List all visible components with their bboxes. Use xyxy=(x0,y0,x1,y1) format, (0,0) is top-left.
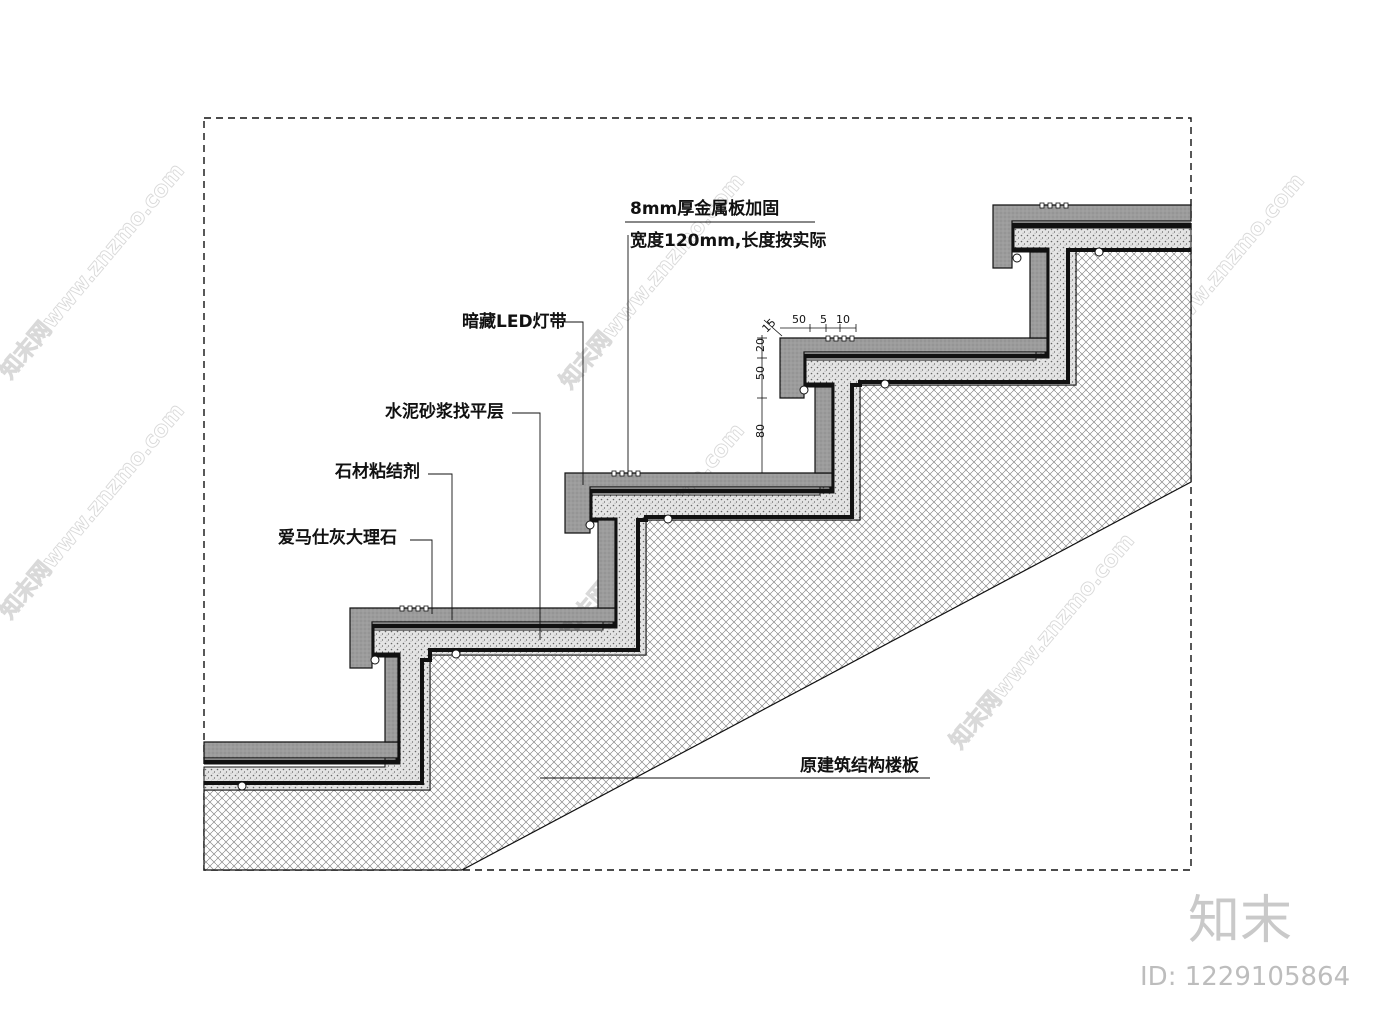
callout-cement-mortar: 水泥砂浆找平层 xyxy=(385,401,504,422)
led-strip-icon xyxy=(1012,253,1022,263)
led-strip-icon xyxy=(1094,247,1104,257)
callout-metal-plate: 8mm厚金属板加固 xyxy=(630,198,779,219)
dimension-50: 50 xyxy=(792,313,806,326)
anti-slip-grooves xyxy=(399,202,1069,612)
watermark-text: 知末网www.znzmo.com xyxy=(0,398,190,624)
led-strip-icon xyxy=(799,385,809,395)
adhesive-layer xyxy=(204,222,1191,765)
marble-riser-4 xyxy=(1029,251,1048,339)
watermark-text: 知末网www.znzmo.com xyxy=(0,158,190,384)
marble-tread-4 xyxy=(992,204,1192,269)
marble-riser-3 xyxy=(814,386,833,474)
callout-led-strip: 暗藏LED灯带 xyxy=(462,311,567,332)
led-strip-icon xyxy=(663,514,673,524)
id-label: ID: 1229105864 xyxy=(1140,962,1350,992)
brand-logo: 知末 xyxy=(1188,891,1292,951)
led-strip-icon xyxy=(880,379,890,389)
led-strip-icon xyxy=(585,520,595,530)
marble-floor-lower xyxy=(203,741,399,759)
dimension-20: 20 xyxy=(754,338,767,352)
section-boundary xyxy=(203,117,1192,871)
dimension-15: 15 xyxy=(760,316,779,335)
led-strip-icon xyxy=(370,655,380,665)
dimension-annotations xyxy=(757,319,857,474)
callout-metal-plate-width: 宽度120mm,长度按实际 xyxy=(630,230,826,251)
marble-riser-1 xyxy=(384,656,399,743)
dimension-80: 80 xyxy=(754,424,767,438)
dimension-10: 10 xyxy=(836,313,850,326)
led-strip-icon xyxy=(237,781,247,791)
dimension-5: 5 xyxy=(820,313,827,326)
adhesive-layer-inner xyxy=(204,248,1191,785)
leader-lines xyxy=(410,221,930,779)
dimension-50-vertical: 50 xyxy=(754,366,767,380)
marble-riser-2 xyxy=(597,519,616,609)
callout-marble: 爱马仕灰大理石 xyxy=(278,527,397,548)
marble-finish xyxy=(203,204,1192,759)
led-strip-icon xyxy=(451,649,461,659)
led-strip-icons xyxy=(237,247,1104,791)
callout-stone-adhesive: 石材粘结剂 xyxy=(334,461,420,482)
callout-structure-slab: 原建筑结构楼板 xyxy=(800,755,920,776)
